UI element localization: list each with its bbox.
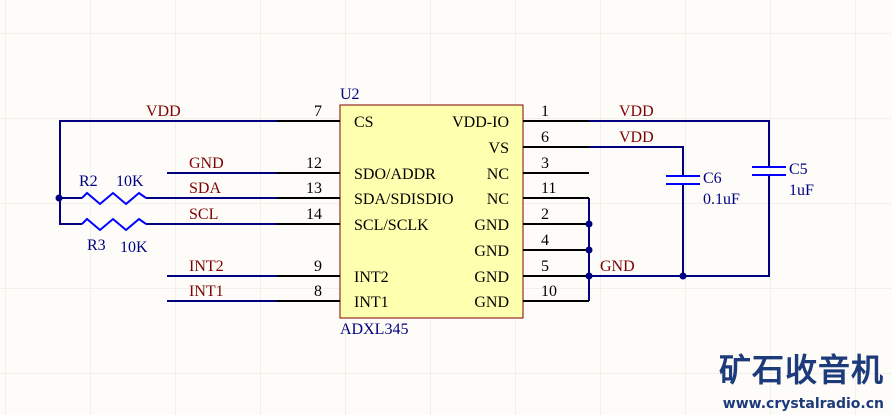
svg-text:VS: VS: [489, 140, 509, 157]
svg-text:14: 14: [306, 206, 322, 223]
svg-text:INT1: INT1: [189, 283, 224, 300]
svg-text:GND: GND: [474, 243, 509, 260]
c6-value: 0.1uF: [703, 191, 740, 208]
svg-text:SDO/ADDR: SDO/ADDR: [354, 166, 436, 183]
svg-text:11: 11: [541, 180, 556, 197]
svg-text:10: 10: [541, 283, 557, 300]
c5-ref: C5: [789, 161, 808, 178]
c6-ref: C6: [703, 170, 722, 187]
wires: [59, 120, 770, 302]
svg-text:NC: NC: [487, 166, 509, 183]
svg-text:CS: CS: [354, 114, 374, 131]
svg-text:SDA: SDA: [189, 180, 221, 197]
svg-text:6: 6: [541, 129, 549, 146]
svg-text:INT1: INT1: [354, 294, 389, 311]
svg-text:GND: GND: [474, 269, 509, 286]
svg-text:GND: GND: [474, 294, 509, 311]
svg-text:4: 4: [541, 232, 549, 249]
svg-text:SCL/SCLK: SCL/SCLK: [354, 217, 429, 234]
left-net-labels: VDD GND SDA SCL INT2 INT1: [146, 103, 224, 300]
svg-text:2: 2: [541, 206, 549, 223]
r2-value: 10K: [116, 173, 144, 190]
chip-body[interactable]: [339, 104, 524, 319]
svg-text:VDD-IO: VDD-IO: [452, 114, 509, 131]
svg-text:8: 8: [314, 283, 322, 300]
svg-text:GND: GND: [189, 155, 224, 172]
svg-text:INT2: INT2: [189, 258, 224, 275]
svg-text:13: 13: [306, 180, 322, 197]
svg-text:GND: GND: [600, 258, 635, 275]
right-pin-names: VDD-IO VS NC NC GND GND GND GND: [452, 114, 509, 311]
capacitor-c5[interactable]: [752, 166, 786, 176]
left-pin-names: CS SDO/ADDR SDA/SDISDIO SCL/SCLK INT2 IN…: [354, 114, 454, 311]
svg-text:NC: NC: [487, 191, 509, 208]
resistor-r3[interactable]: [81, 217, 147, 232]
pin-lines: [277, 120, 589, 302]
svg-text:3: 3: [541, 155, 549, 172]
r2-ref: R2: [79, 173, 98, 190]
chip-ref: U2: [340, 86, 360, 103]
watermark-url: www.crystalradio.cn: [722, 396, 884, 412]
svg-text:9: 9: [314, 258, 322, 275]
svg-text:SCL: SCL: [189, 206, 218, 223]
r3-value: 10K: [120, 239, 148, 256]
capacitor-c6[interactable]: [666, 175, 700, 185]
watermark-title: 矿石收音机: [718, 352, 884, 388]
left-pin-numbers: 7 12 13 14 9 8: [306, 103, 322, 300]
svg-text:INT2: INT2: [354, 269, 389, 286]
svg-text:SDA/SDISDIO: SDA/SDISDIO: [354, 191, 454, 208]
svg-text:1: 1: [541, 103, 549, 120]
junction-dots: [55, 194, 687, 280]
svg-text:VDD: VDD: [619, 103, 654, 120]
svg-text:12: 12: [306, 155, 322, 172]
svg-text:VDD: VDD: [146, 103, 181, 120]
right-pin-numbers: 1 6 3 11 2 4 5 10: [541, 103, 557, 300]
resistor-r2[interactable]: [81, 191, 147, 206]
chip-part: ADXL345: [340, 321, 408, 338]
svg-text:GND: GND: [474, 217, 509, 234]
svg-text:5: 5: [541, 258, 549, 275]
svg-text:VDD: VDD: [619, 129, 654, 146]
right-net-labels: VDD VDD GND: [600, 103, 654, 275]
c5-value: 1uF: [789, 182, 814, 199]
svg-text:7: 7: [314, 103, 322, 120]
r3-ref: R3: [87, 237, 106, 254]
